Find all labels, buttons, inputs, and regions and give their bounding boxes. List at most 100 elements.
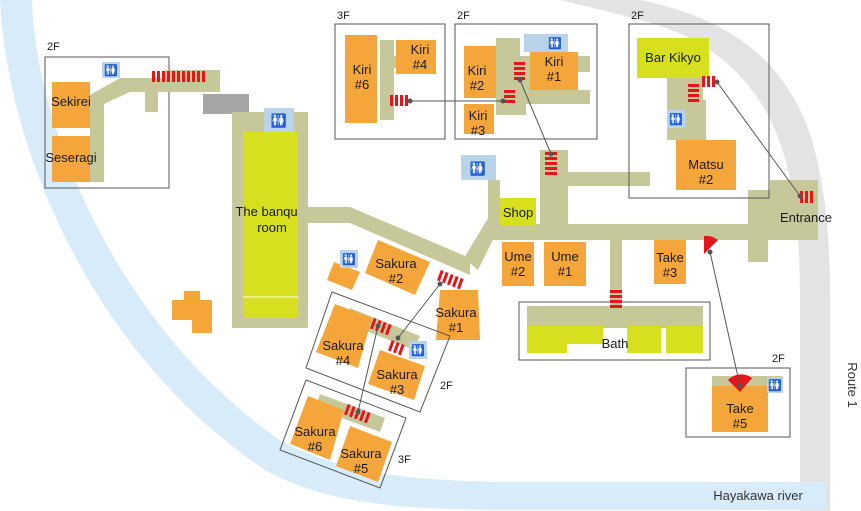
sakura-3-label-2: #3 xyxy=(390,382,404,397)
restroom-icon: 🚻 xyxy=(271,113,287,128)
sakura-4-label-2: #4 xyxy=(336,353,350,368)
kiri-1-room[interactable] xyxy=(530,52,578,90)
sakura-6-label-1: Sakura xyxy=(294,424,336,439)
sakura-3f-floor-box xyxy=(279,379,407,489)
connector-dot xyxy=(548,151,554,157)
sekirei-room[interactable] xyxy=(52,82,90,128)
connector-dot xyxy=(407,98,413,104)
kiri-3-label-2: #3 xyxy=(471,123,485,138)
banquet-label-1: The banquet xyxy=(235,204,308,219)
corridor-banquet-to-hub xyxy=(298,207,470,275)
kikyo-floor-box xyxy=(628,23,770,199)
sakura-5-label-1: Sakura xyxy=(340,446,382,461)
kiri-6-label-1: Kiri xyxy=(353,62,372,77)
restroom-icon: 🚻 xyxy=(548,37,562,50)
kiri-4-room[interactable] xyxy=(396,40,436,74)
restroom-icon: 🚻 xyxy=(342,253,356,266)
take-3-label-2: #3 xyxy=(663,265,677,280)
connector-dot xyxy=(797,193,803,199)
ume-2-room[interactable] xyxy=(502,242,534,286)
stairs-icon xyxy=(504,90,515,103)
ume-1-room[interactable] xyxy=(544,242,586,286)
annex-rooms[interactable] xyxy=(172,291,212,333)
connector-kikyo xyxy=(716,81,801,197)
kiri-2-label-2: #2 xyxy=(470,78,484,93)
ume-1-label-1: Ume xyxy=(551,249,578,264)
connector-dot xyxy=(707,249,713,255)
take-3-room[interactable] xyxy=(654,240,686,284)
restroom-icon: 🚻 xyxy=(104,64,118,77)
bath-label: Bath xyxy=(602,336,629,351)
bath-room-east[interactable] xyxy=(666,326,703,353)
sekirei-label: Sekirei xyxy=(51,94,91,109)
sakura-4-room[interactable] xyxy=(316,304,372,368)
kikyo-corridor-low xyxy=(690,100,706,140)
restroom-icon: 🚻 xyxy=(669,113,683,126)
restroom-west xyxy=(102,62,120,78)
kiri-3f-floor-box xyxy=(334,23,446,140)
bar-kikyo-label: Bar Kikyo xyxy=(645,50,701,65)
kiri-3-room[interactable] xyxy=(464,104,494,134)
bar-kikyo-room[interactable] xyxy=(637,38,709,78)
sakura-6-room[interactable] xyxy=(290,396,344,460)
stairs-icon xyxy=(152,71,205,82)
sakura-3f-corridor xyxy=(315,394,385,432)
ume-2-label-1: Ume xyxy=(504,249,531,264)
connector-dot xyxy=(517,77,523,83)
connector-kiri-main xyxy=(519,79,552,155)
route-1-road xyxy=(560,0,830,511)
sakura-1-label-1: Sakura xyxy=(435,305,477,320)
take-3-label-1: Take xyxy=(656,250,683,265)
restroom-banquet xyxy=(264,108,294,132)
west-wing-floor-label: 2F xyxy=(47,41,60,53)
restroom-kiri xyxy=(524,34,568,52)
west-wing-floor-box xyxy=(44,56,170,189)
kiri-2-room[interactable] xyxy=(464,46,496,98)
sakura-1-room[interactable] xyxy=(436,290,480,340)
route-1-label: Route 1 xyxy=(845,362,860,408)
sakura-2-room[interactable] xyxy=(365,240,430,295)
kiri-6-label-2: #6 xyxy=(355,77,369,92)
stairs-icon xyxy=(388,339,405,356)
kiri-2-label-1: Kiri xyxy=(468,63,487,78)
sakura-2-label-1: Sakura xyxy=(375,256,417,271)
ume-2-label-2: #2 xyxy=(511,264,525,279)
shop-room[interactable] xyxy=(500,198,536,226)
banquet-room[interactable] xyxy=(243,132,298,318)
bath-corridor xyxy=(527,306,703,328)
stairs-icon xyxy=(390,95,408,106)
corridor-north-branch xyxy=(560,172,650,186)
sakura-small-room[interactable] xyxy=(327,262,360,290)
matsu-2-label-1: Matsu xyxy=(688,157,723,172)
restroom-sakura xyxy=(340,250,358,268)
storage-grey xyxy=(203,94,249,114)
kiri-2f-floor-box xyxy=(454,23,598,140)
kiri-6-room[interactable] xyxy=(345,35,377,123)
ume-1-label-2: #1 xyxy=(558,264,572,279)
matsu-2-label-2: #2 xyxy=(699,172,713,187)
hayakawa-river-label: Hayakawa river xyxy=(713,488,803,503)
banquet-label-2: room xyxy=(257,220,287,235)
kiri-2f-floor-label: 2F xyxy=(457,10,470,22)
kiri-3-label-1: Kiri xyxy=(469,108,488,123)
sakura-5-room[interactable] xyxy=(336,426,392,482)
kiri-4-label-2: #4 xyxy=(413,57,427,72)
connector-sakura-3f xyxy=(357,325,379,413)
kiri-1-label-2: #1 xyxy=(547,69,561,84)
connector-dot xyxy=(500,98,506,104)
connector-dot xyxy=(355,409,361,415)
bath-room-west[interactable] xyxy=(527,326,567,353)
bath-room-center[interactable] xyxy=(627,326,661,353)
kiri-3f-corridor xyxy=(380,40,394,120)
bath-room-mid[interactable] xyxy=(567,326,603,344)
sakura-3-room[interactable] xyxy=(368,350,425,400)
matsu-2-room[interactable] xyxy=(676,140,736,190)
take-5-room[interactable] xyxy=(712,386,768,432)
restroom-shop xyxy=(461,155,496,180)
take-5-label-2: #5 xyxy=(733,416,747,431)
hayakawa-river xyxy=(0,0,826,510)
seseragi-room[interactable] xyxy=(52,136,90,182)
restroom-kikyo xyxy=(667,110,685,128)
take5-floor-label: 2F xyxy=(772,353,785,365)
